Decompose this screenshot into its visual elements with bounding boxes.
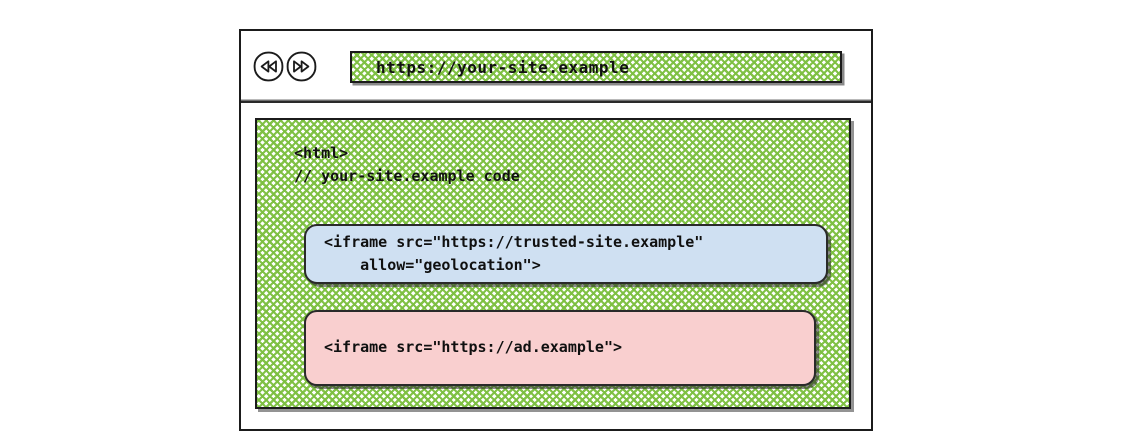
iframe-ad[interactable]: <iframe src="https://ad.example"> (304, 310, 816, 386)
back-button[interactable] (253, 51, 284, 82)
url-input[interactable]: https://your-site.example (376, 57, 630, 77)
iframe-trusted-site-code: <iframe src="https://trusted-site.exampl… (324, 232, 704, 274)
browser-toolbar: https://your-site.example (241, 31, 871, 101)
page-source-code: <html> // your-site.example code (294, 144, 520, 185)
iframe-ad-code: <iframe src="https://ad.example"> (324, 338, 623, 357)
browser-window: https://your-site.example <html> // your… (239, 29, 873, 431)
forward-button[interactable] (286, 51, 317, 82)
fast-forward-icon (286, 51, 317, 81)
toolbar-separator (241, 99, 871, 103)
url-bar[interactable]: https://your-site.example (350, 51, 842, 83)
iframe-trusted-site[interactable]: <iframe src="https://trusted-site.exampl… (304, 224, 828, 284)
page-content-area: <html> // your-site.example code <iframe… (255, 118, 851, 409)
rewind-icon (253, 51, 284, 81)
